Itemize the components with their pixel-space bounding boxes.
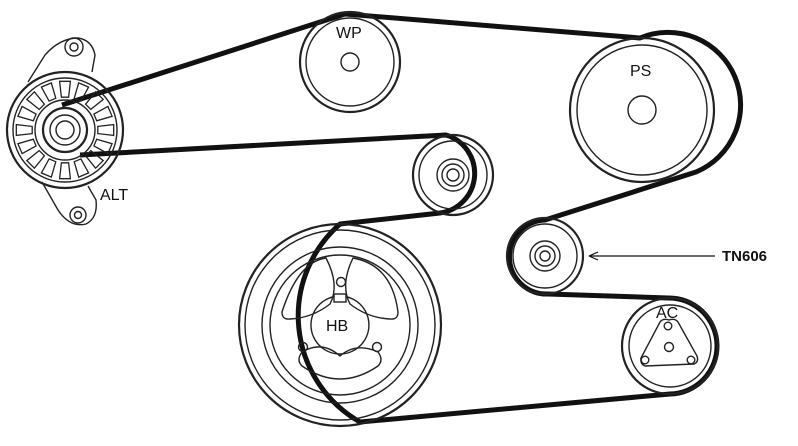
tensioner-callout-label: TN606 — [722, 248, 767, 265]
alternator-fin — [25, 90, 46, 111]
alternator-fin — [93, 138, 113, 155]
tensioner-pulley-bolt — [539, 250, 551, 262]
water-pump-pulley: WP — [298, 10, 402, 114]
ac-clutch-center — [663, 341, 675, 353]
idler-pulley-bolt — [446, 168, 460, 182]
alternator-fin — [15, 123, 33, 137]
alternator-mount-top — [27, 37, 96, 83]
harmonic-balancer-keyway — [333, 293, 347, 303]
alternator-fin — [73, 82, 90, 102]
alternator-housing — [5, 70, 125, 190]
alternator-fin — [40, 158, 57, 178]
alternator-fin — [17, 105, 37, 122]
power-steering-pulley: PS — [568, 36, 716, 184]
power-steering-label: PS — [630, 63, 651, 80]
alternator-fin — [58, 162, 72, 180]
harmonic-balancer-web — [281, 257, 335, 320]
alternator-cooling-fins — [15, 80, 115, 180]
harmonic-balancer-bolt-hole-top — [335, 276, 347, 288]
harmonic-balancer-label: HB — [326, 318, 348, 335]
idler-pulley — [411, 133, 495, 217]
alternator-mount-hole-bottom — [69, 206, 87, 224]
tensioner-callout: TN606 — [588, 248, 767, 265]
harmonic-balancer-hub — [310, 295, 370, 355]
harmonic-balancer-bolt-hole-left — [297, 341, 309, 353]
harmonic-balancer-bolt-hole-right — [371, 341, 383, 353]
ac-clutch-plate — [640, 318, 699, 367]
alternator-fin — [93, 105, 113, 122]
alternator-label: ALT — [100, 187, 128, 204]
alternator-mount-bottom — [41, 181, 97, 226]
alternator: ALT — [5, 37, 128, 226]
alternator-fin — [97, 123, 115, 137]
water-pump-label: WP — [336, 25, 362, 42]
callout-arrowhead — [588, 251, 599, 261]
alternator-pulley — [41, 106, 89, 154]
alternator-fin — [84, 149, 105, 170]
alternator-fin — [73, 158, 90, 178]
power-steering-hub — [627, 95, 657, 125]
tensioner-pulley — [505, 216, 585, 296]
water-pump-hub — [340, 52, 360, 72]
alternator-fin — [25, 149, 46, 170]
alternator-fin — [17, 138, 37, 155]
ac-compressor-pulley: AC — [620, 296, 720, 396]
alternator-fin — [84, 90, 105, 111]
alternator-mount-hole-top — [64, 37, 84, 57]
harmonic-balancer-pulley: HB — [237, 222, 443, 428]
alternator-fin — [40, 82, 57, 102]
alternator-fin — [58, 80, 72, 98]
alternator-pulley-hub — [55, 120, 75, 140]
ac-compressor-label: AC — [656, 305, 678, 322]
